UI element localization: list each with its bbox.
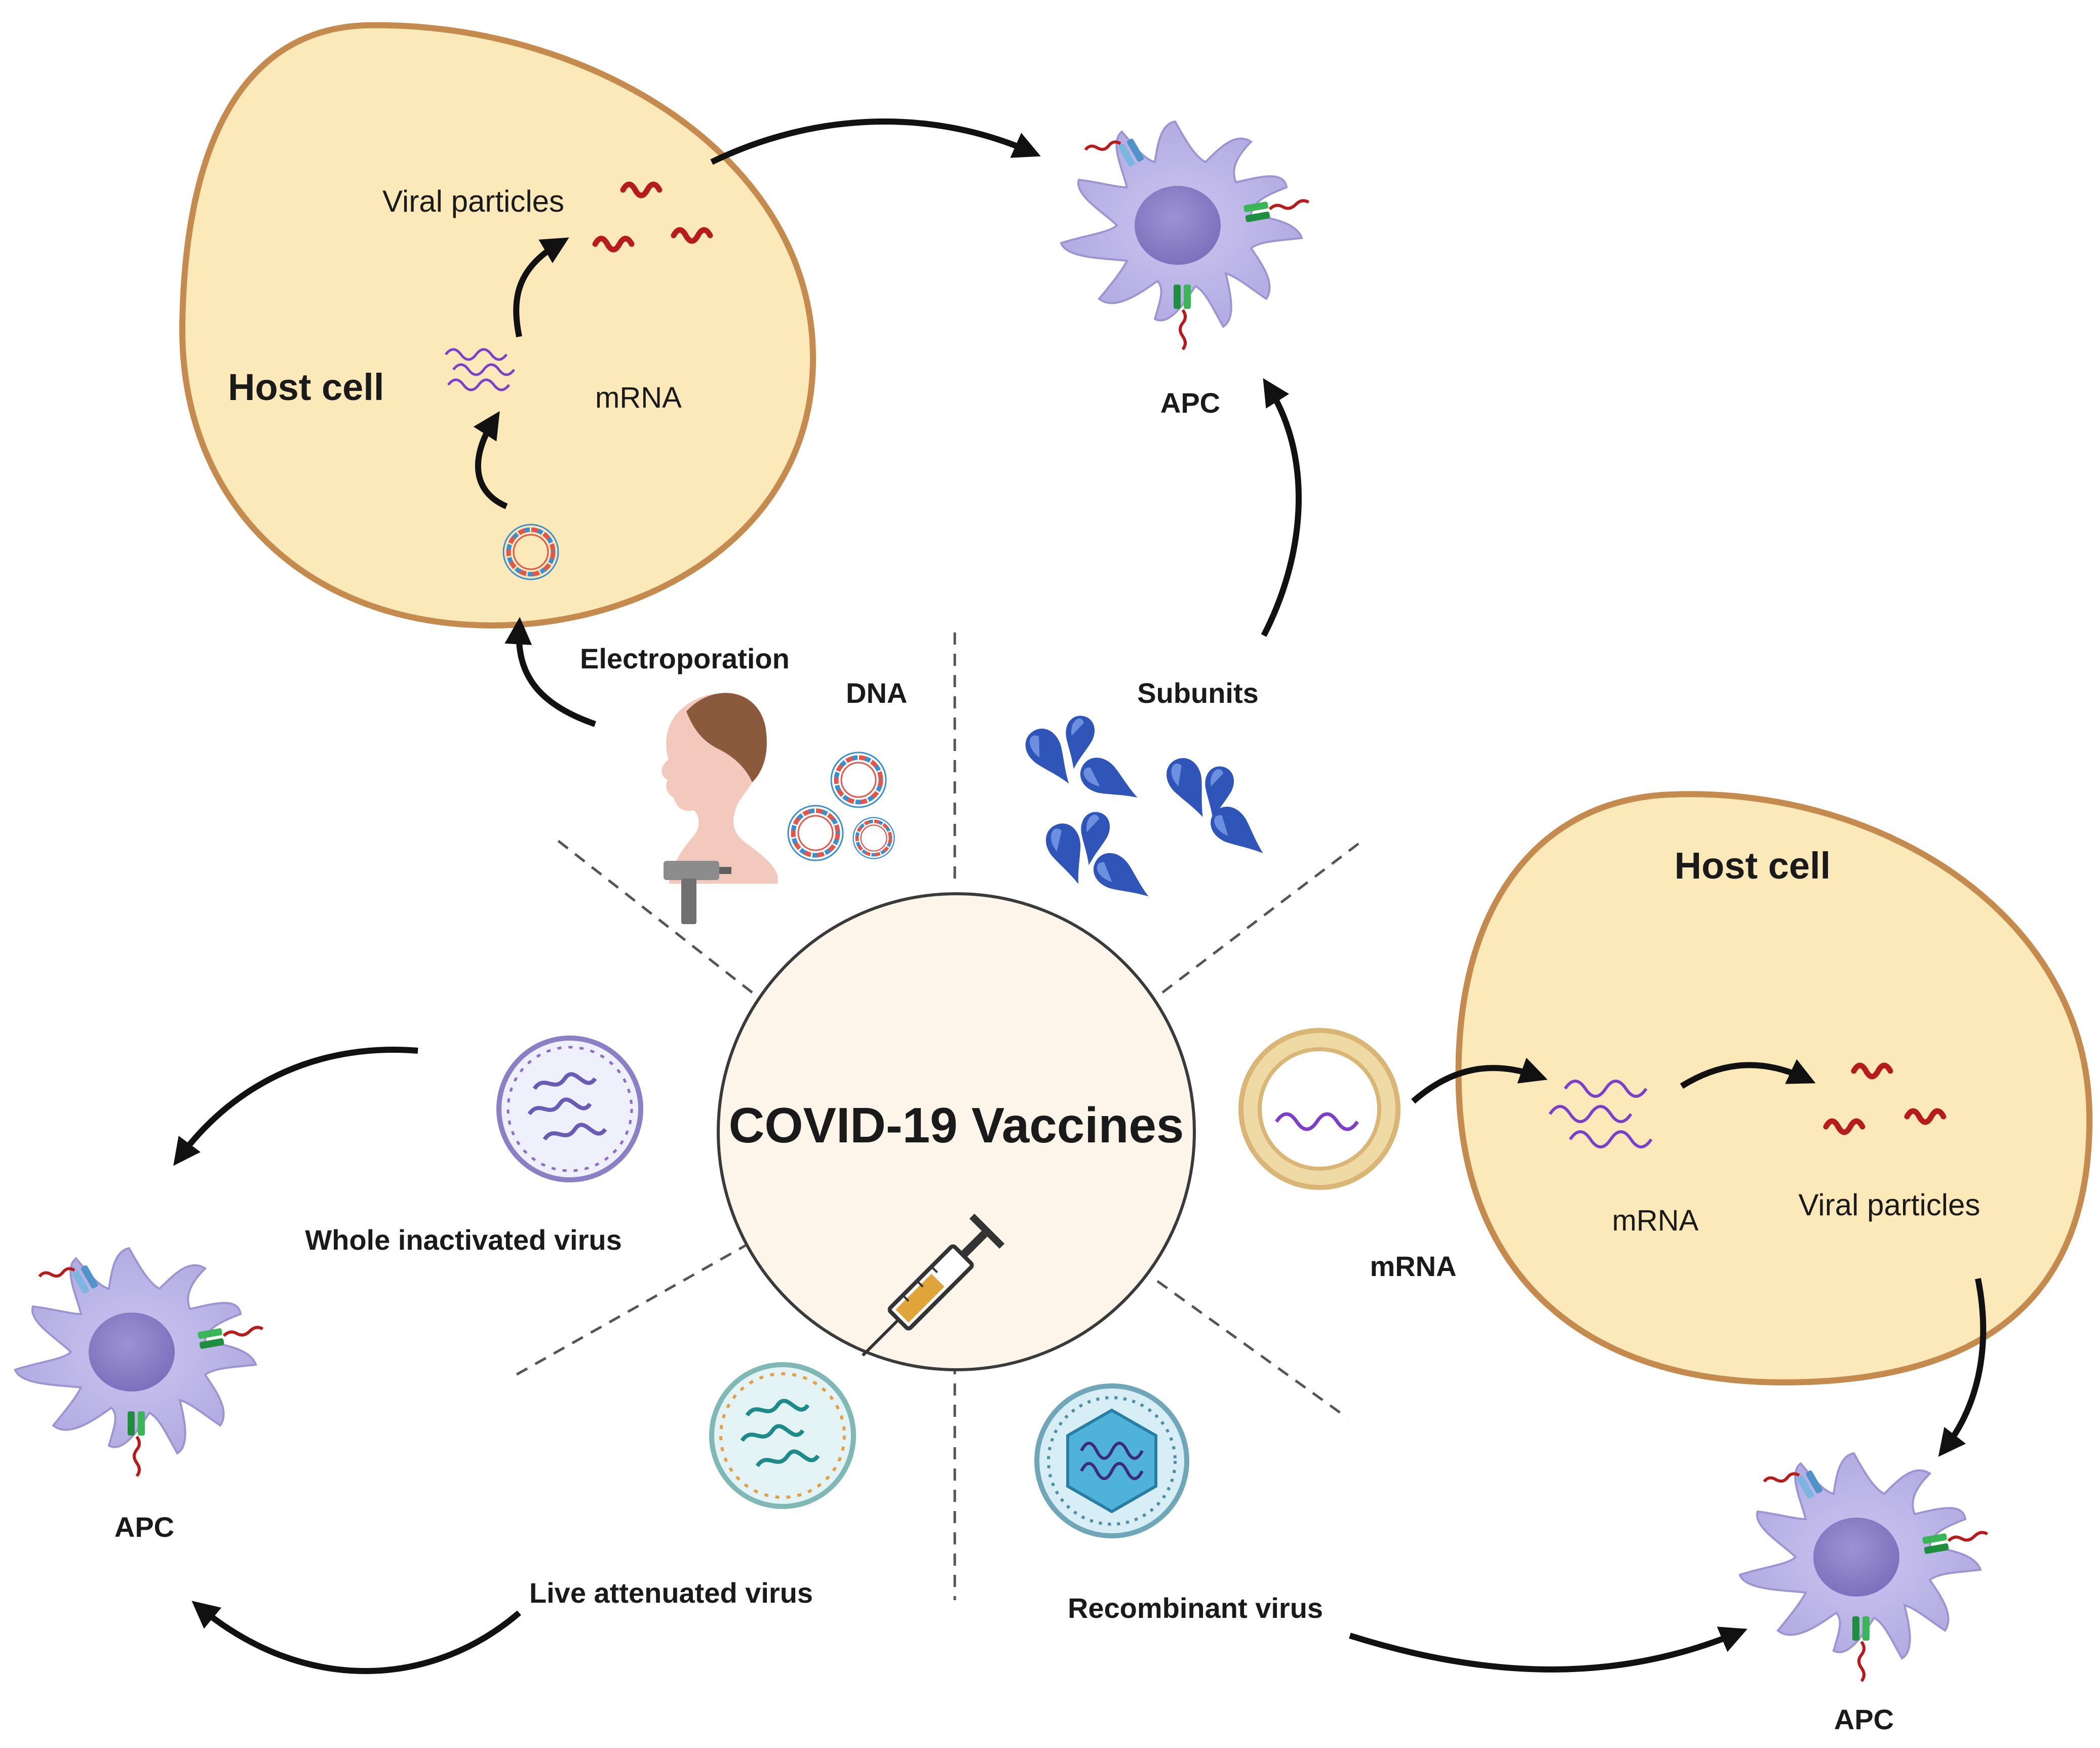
apc-top-label: APC (1160, 387, 1220, 419)
live-attenuated-label: Live attenuated virus (529, 1577, 813, 1609)
arrow-mrna-to-particles (1680, 1059, 1816, 1089)
apc-bottom-right-icon (1740, 1453, 1989, 1681)
section-dividers (511, 630, 1364, 1600)
host-cell-top-arrows (473, 237, 569, 509)
mrna-strands-right-icon (1548, 1080, 1653, 1148)
live-attenuated-virus-icon (709, 1362, 856, 1509)
arrow-subunits-to-apc (1261, 378, 1302, 637)
mrna-strands-icon (445, 348, 515, 391)
arrow-live-to-apc (191, 1601, 521, 1674)
dna-plasmids-icon (788, 752, 895, 860)
host-cell-right-label: Host cell (1675, 845, 1831, 887)
whole-inactivated-label: Whole inactivated virus (305, 1224, 622, 1256)
mrna-right-inner-label: mRNA (1612, 1204, 1699, 1237)
syringe-icon (862, 1213, 1005, 1357)
host-cell-top-label: Host cell (228, 366, 384, 408)
subunits-label: Subunits (1137, 677, 1259, 709)
center-node: COVID-19 Vaccines (717, 892, 1196, 1371)
electroporation-gun-icon (664, 861, 731, 924)
mrna-vaccine-label: mRNA (1370, 1250, 1456, 1282)
host-cell-right: Host cell mRNA Viral particles (1455, 791, 2093, 1386)
person-head-icon (662, 693, 778, 884)
viral-particles-right-label: Viral particles (1798, 1188, 1980, 1222)
mrna-top-label: mRNA (595, 381, 682, 414)
center-title: COVID-19 Vaccines (729, 1097, 1184, 1153)
arrow-electroporation-to-cell (504, 617, 596, 727)
dna-label: DNA (846, 677, 907, 709)
arrow-recombinant-to-apc (1349, 1626, 1747, 1673)
arrow-nanoparticle-to-cell (1411, 1057, 1548, 1104)
arrow-host-to-apc-top (710, 118, 1041, 165)
host-cell-top: Host cell Viral particles mRNA (179, 22, 816, 629)
lipid-nanoparticle-icon (1238, 1028, 1401, 1190)
whole-inactivated-virus-icon (496, 1036, 643, 1182)
recombinant-virus-label: Recombinant virus (1068, 1592, 1323, 1624)
apc-left-label: APC (114, 1511, 174, 1543)
apc-top-icon (1061, 122, 1310, 349)
electroporation-label: Electroporation (580, 643, 790, 674)
arrow-cell-right-to-apc (1938, 1278, 1987, 1457)
apc-left-icon (15, 1248, 264, 1476)
viral-particles-top-label: Viral particles (382, 184, 564, 218)
apc-bottom-right-label: APC (1834, 1703, 1894, 1735)
protein-subunits-icon (1019, 713, 1274, 910)
recombinant-virus-icon (1034, 1383, 1189, 1538)
arrow-inactivated-to-apc (173, 1047, 418, 1166)
